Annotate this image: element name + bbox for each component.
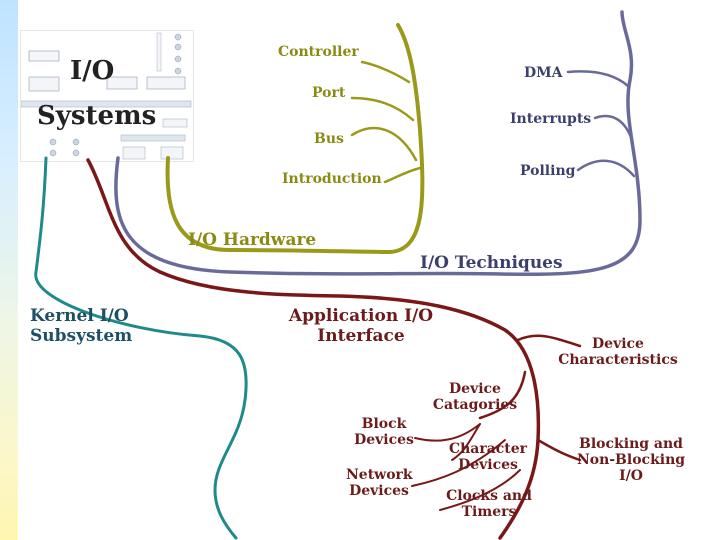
node-block-devices-line1: Block [361,416,407,432]
node-clocks-timers: Clocks and Timers [444,488,534,520]
node-block-devices: Block Devices [354,416,414,448]
node-character-devices-line2: Devices [458,457,518,473]
decorative-sidebar [0,0,18,540]
node-kernel-subsystem: Kernel I/O Subsystem [30,306,132,346]
node-blocking-line3: I/O [619,468,643,484]
node-character-devices-line1: Character [448,441,528,457]
techniques-dma-branch [566,70,630,88]
node-interrupts: Interrupts [510,111,592,127]
hardware-intro-branch [383,166,422,184]
node-dma: DMA [524,65,563,81]
node-introduction: Introduction [282,171,382,187]
techniques-polling-branch [576,159,636,178]
techniques-main-branch [114,10,642,277]
node-network-devices-line2: Devices [349,483,409,499]
kernel-main-branch [34,156,248,540]
node-device-categories: Device Catagories [430,381,520,413]
app-devchar-branch [516,334,582,348]
node-app-interface: Application I/O Interface [286,306,436,346]
app-block-branch [414,423,481,442]
node-app-interface-line2: Interface [317,326,405,346]
node-kernel-line2: Subsystem [30,326,133,346]
node-io-hardware: I/O Hardware [188,230,317,250]
node-character-devices: Character Devices [448,441,528,473]
node-device-characteristics-line2: Characteristics [558,352,678,368]
node-clocks-timers-line1: Clocks and [446,488,532,504]
node-kernel-line1: Kernel I/O [30,306,129,326]
hardware-controller-branch [360,60,411,84]
app-network-branch [411,439,506,487]
node-io-techniques: I/O Techniques [420,253,563,273]
node-network-devices-line1: Network [346,467,413,483]
node-app-interface-line1: Application I/O [288,306,434,326]
node-device-categories-line1: Device [449,381,501,397]
node-polling: Polling [520,163,576,179]
node-device-characteristics: Device Characteristics [556,336,680,368]
node-block-devices-line2: Devices [354,432,414,448]
node-device-characteristics-line1: Device [592,336,644,352]
io-structure-thumbnail [20,30,194,162]
hardware-bus-branch [350,126,418,162]
node-blocking-line1: Blocking and [579,436,683,452]
node-blocking-line2: Non-Blocking [576,452,686,468]
node-network-devices: Network Devices [346,467,413,499]
hardware-port-branch [350,96,415,122]
hardware-main-branch [165,23,425,255]
app-clocks-branch [439,469,521,511]
node-port: Port [312,85,346,101]
app-blocking-branch [536,438,582,462]
node-clocks-timers-line2: Timers [461,504,517,520]
node-device-categories-line2: Catagories [432,397,518,413]
app-char-branch [451,423,481,461]
bus-diagram-image [20,32,192,160]
node-controller: Controller [278,44,359,60]
app-main-branch [86,158,541,540]
slide-title-line1: I/O [70,56,115,86]
app-devcat-branch [478,370,527,420]
slide-title-line2: Systems [37,101,157,131]
node-bus: Bus [314,131,344,147]
techniques-interrupts-branch [593,114,634,142]
node-blocking-nonblocking: Blocking and Non-Blocking I/O [572,436,690,484]
